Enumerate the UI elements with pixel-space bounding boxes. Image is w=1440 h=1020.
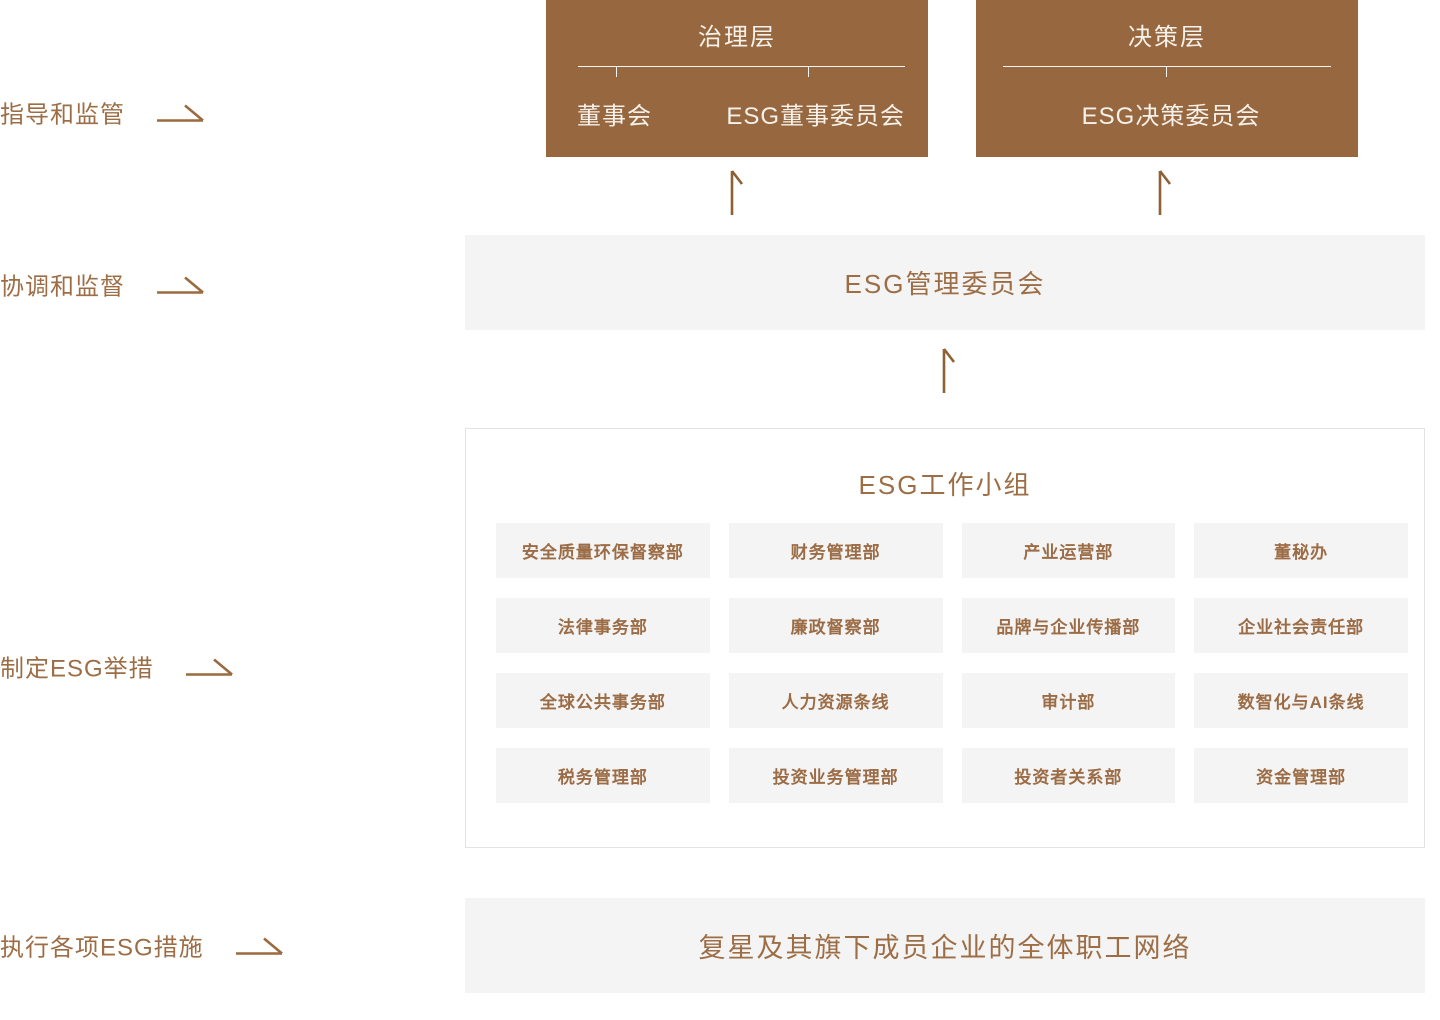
department-cell: 法律事务部	[496, 598, 710, 653]
employee-network-label: 复星及其旗下成员企业的全体职工网络	[698, 933, 1192, 963]
department-cell: 产业运营部	[961, 523, 1176, 578]
esg-workgroup-title: ESG工作小组	[858, 470, 1032, 500]
employee-network-bar: 复星及其旗下成员企业的全体职工网络	[465, 898, 1425, 993]
up-arrow-icon	[730, 170, 744, 215]
stage-label-formulate: 制定ESG举措	[0, 649, 234, 684]
esg-decision-committee-label: ESG决策委员会	[1081, 103, 1261, 130]
department-grid: 安全质量环保督察部 财务管理部 产业运营部 董秘办 法律事务部 廉政督察部 品牌…	[496, 523, 1408, 803]
esg-management-committee-label: ESG管理委员会	[844, 269, 1046, 299]
governance-members: 董事会 ESG董事委员会	[577, 96, 905, 131]
divider-tick	[1166, 66, 1167, 77]
divider-tick	[616, 66, 617, 77]
esg-workgroup-panel: ESG工作小组 安全质量环保督察部 财务管理部 产业运营部 董秘办 法律事务部 …	[465, 428, 1425, 848]
department-cell: 廉政督察部	[728, 598, 943, 653]
divider-tick	[808, 66, 809, 77]
divider-line	[578, 66, 905, 67]
department-cell: 安全质量环保督察部	[496, 523, 710, 578]
department-cell: 品牌与企业传播部	[961, 598, 1176, 653]
decision-members: ESG决策委员会	[1007, 96, 1335, 131]
stage-label-execute: 执行各项ESG措施	[0, 928, 284, 963]
department-cell: 数智化与AI条线	[1194, 673, 1408, 728]
right-up-arrow-icon	[185, 658, 233, 676]
right-up-arrow-icon	[157, 276, 204, 294]
divider-line	[1003, 66, 1331, 67]
department-cell: 税务管理部	[496, 748, 710, 803]
stage-label-guidance: 指导和监管	[0, 95, 205, 130]
department-cell: 人力资源条线	[728, 673, 943, 728]
right-up-arrow-icon	[235, 937, 283, 955]
up-arrow-icon	[1158, 170, 1172, 215]
right-up-arrow-icon	[157, 104, 204, 122]
department-cell: 审计部	[961, 673, 1176, 728]
department-cell: 投资者关系部	[961, 748, 1176, 803]
stage-label-text: 执行各项ESG措施	[0, 934, 204, 962]
department-cell: 资金管理部	[1194, 748, 1408, 803]
stage-label-coordination: 协调和监督	[0, 267, 205, 302]
decision-layer-box: 决策层 ESG决策委员会	[976, 0, 1358, 157]
esg-management-committee-bar: ESG管理委员会	[465, 235, 1425, 330]
governance-layer-box: 治理层 董事会 ESG董事委员会	[546, 0, 928, 157]
stage-label-text: 制定ESG举措	[0, 655, 154, 683]
decision-layer-title: 决策层	[1128, 24, 1206, 51]
board-label: 董事会	[577, 103, 652, 130]
esg-board-committee-label: ESG董事委员会	[726, 103, 905, 130]
stage-label-text: 指导和监管	[0, 101, 125, 129]
department-cell: 全球公共事务部	[496, 673, 710, 728]
department-cell: 企业社会责任部	[1194, 598, 1408, 653]
department-cell: 财务管理部	[728, 523, 943, 578]
governance-layer-title: 治理层	[698, 24, 776, 51]
department-cell: 董秘办	[1194, 523, 1408, 578]
department-cell: 投资业务管理部	[728, 748, 943, 803]
up-arrow-icon	[942, 348, 956, 393]
stage-label-text: 协调和监督	[0, 273, 125, 301]
